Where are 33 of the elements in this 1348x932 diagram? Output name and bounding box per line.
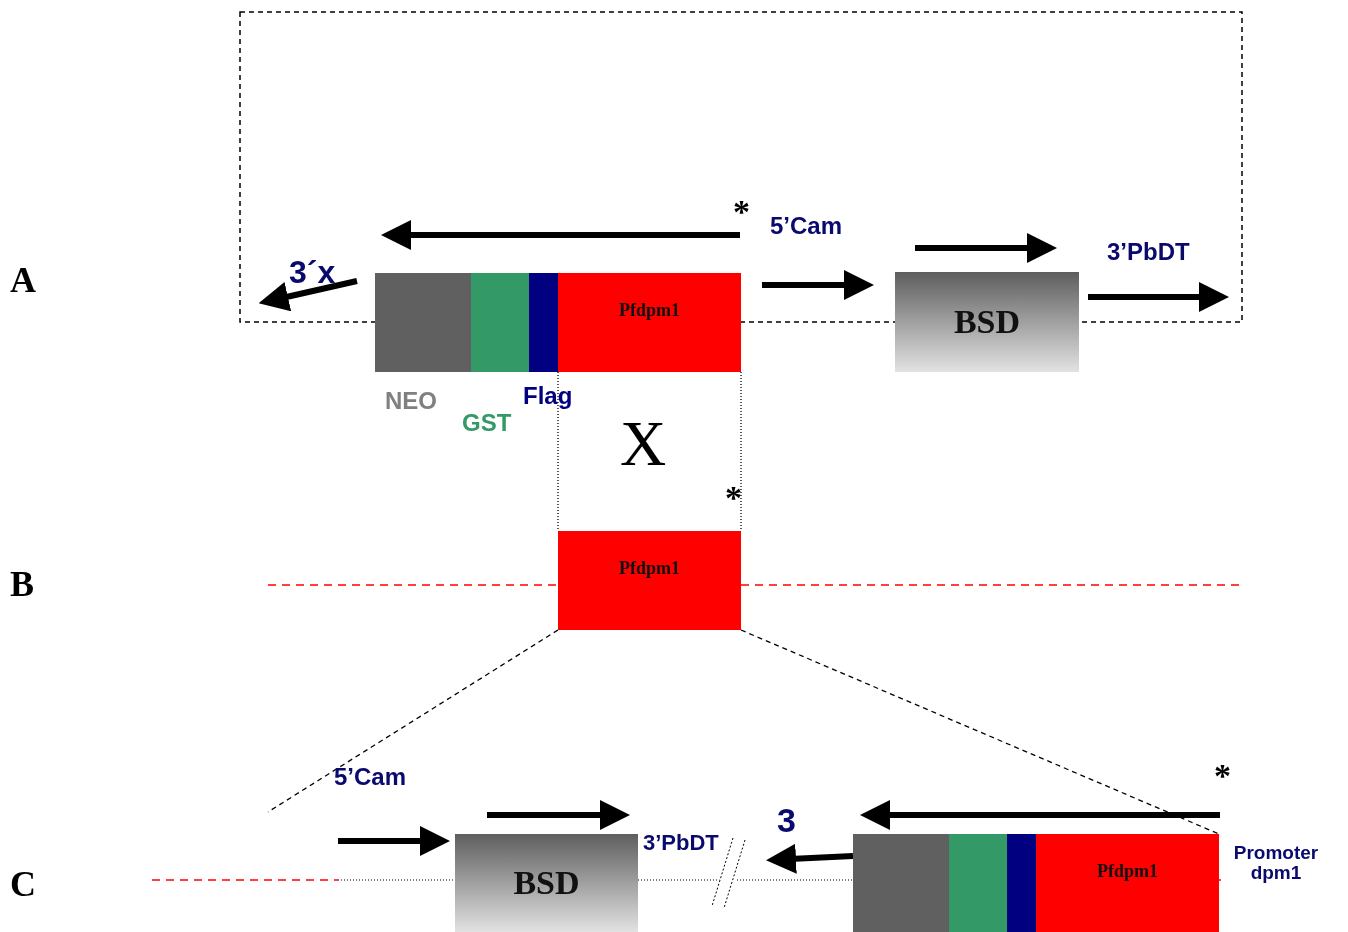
resistance-gene-block [895, 272, 1079, 372]
flag-segment [529, 273, 558, 372]
gene-name: Pfdpm1 [619, 558, 680, 579]
neo-segment [853, 834, 949, 932]
asterisk-mark: * [733, 194, 750, 230]
panel-letter: C [10, 866, 36, 904]
segment-label: GST [462, 410, 512, 436]
primer-label: 3’PbDT [643, 831, 719, 855]
panel-letter: B [10, 566, 34, 604]
gene-block [1036, 834, 1219, 932]
gene-name: Pfdpm1 [1097, 860, 1158, 882]
resistance-gene-block [455, 834, 638, 932]
gst-segment [471, 273, 529, 372]
asterisk-mark: * [725, 480, 742, 516]
gene-name: BSD [513, 864, 580, 902]
gene-block [558, 273, 741, 372]
zoom-line [740, 629, 1220, 835]
asterisk-mark: * [1214, 758, 1231, 794]
primer-label: 3 [777, 803, 796, 839]
crossover-mark: X [620, 410, 667, 478]
segment-label: NEO [385, 388, 437, 414]
primer-label: 3´x [289, 256, 336, 290]
gst-segment [949, 834, 1007, 932]
gene-name: BSD [953, 303, 1021, 341]
neo-segment [375, 273, 471, 372]
flag-segment [1007, 834, 1036, 932]
gene-name: Pfdpm1 [619, 300, 680, 321]
gene-block [558, 531, 741, 630]
primer-label: 3’PbDT [1107, 239, 1190, 265]
segment-label: Flag [523, 383, 573, 409]
primer-label: 5’Cam [334, 764, 407, 790]
panel-letter: A [10, 262, 36, 300]
primer-label: 5’Cam [770, 213, 843, 239]
